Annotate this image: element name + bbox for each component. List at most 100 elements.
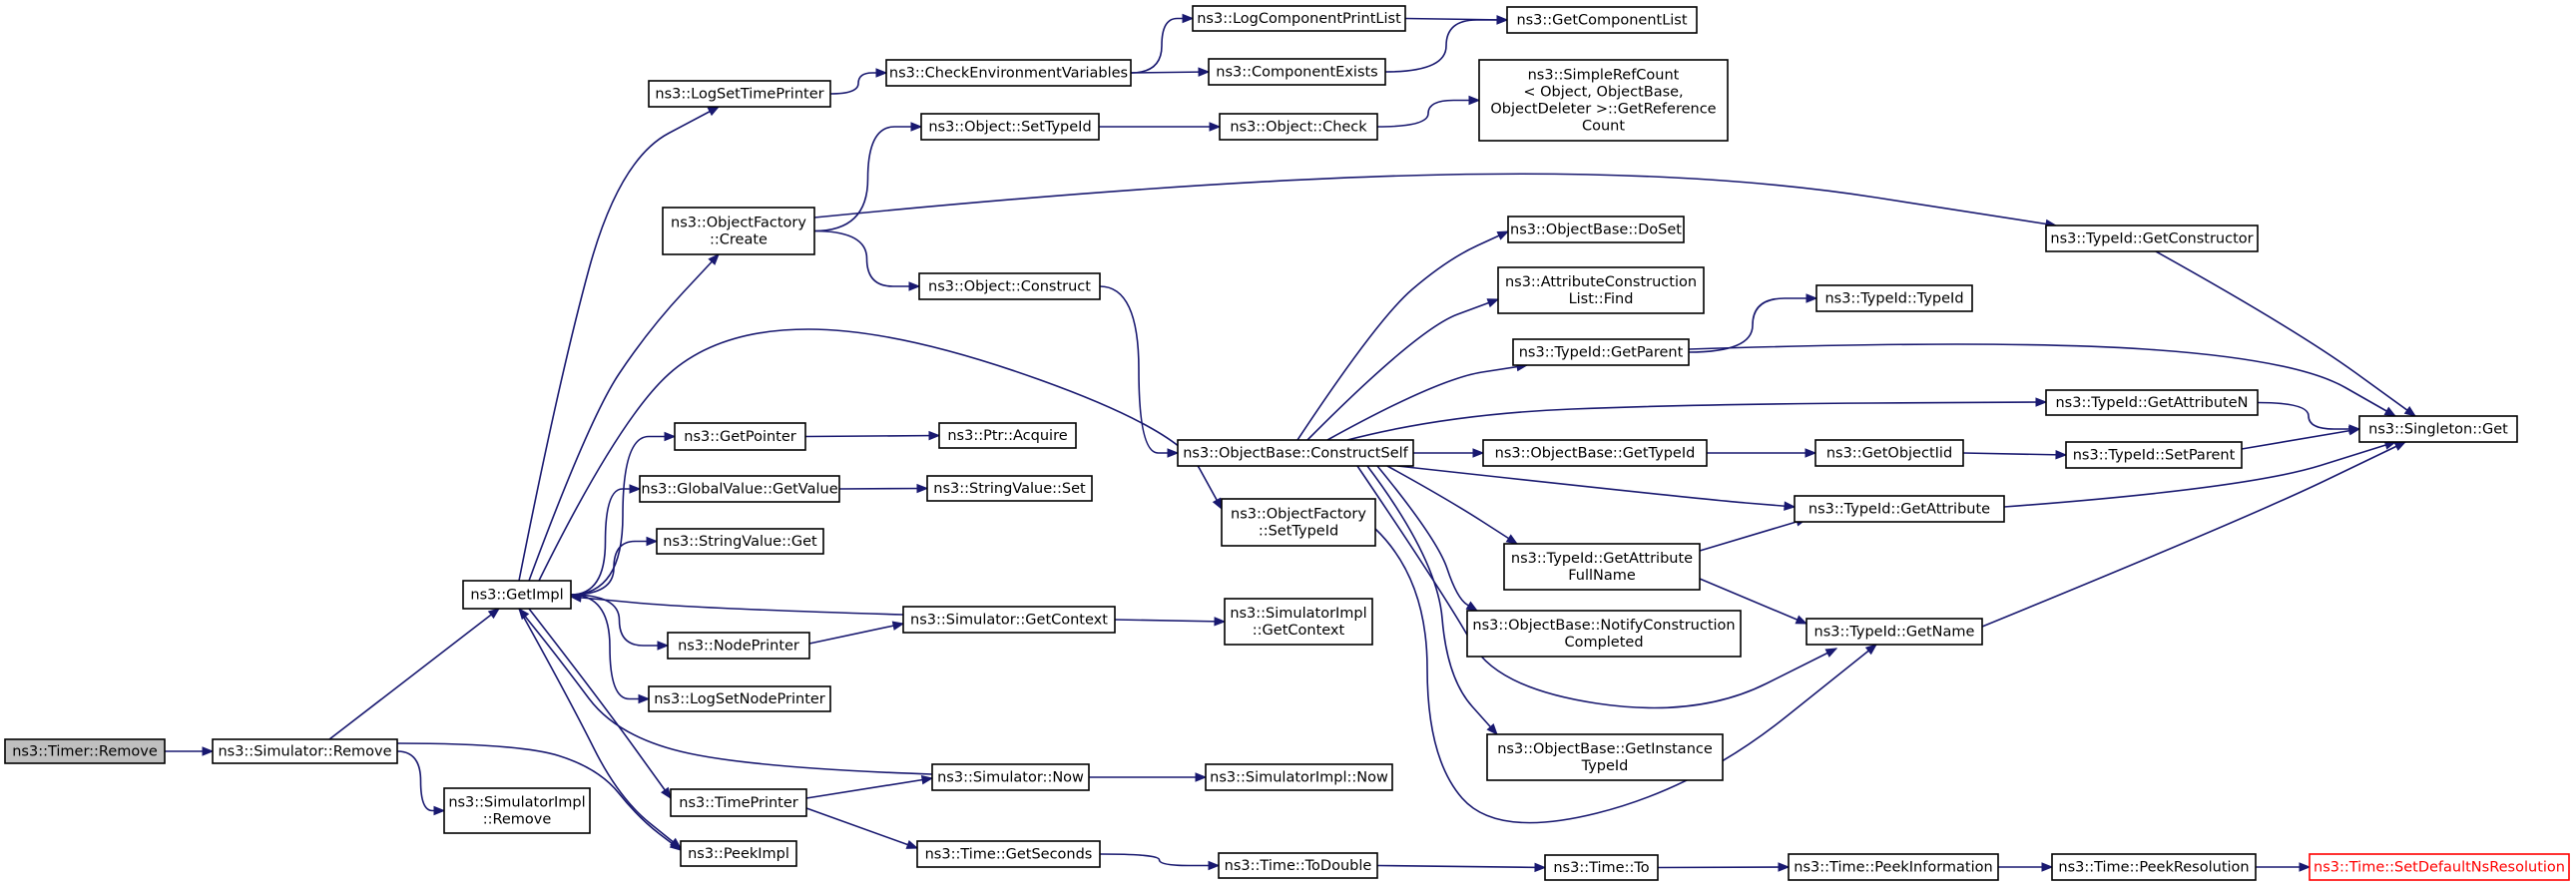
node-box[interactable] [1205, 763, 1393, 791]
node-simplerefcount[interactable]: ns3::SimpleRefCount< Object, ObjectBase,… [1478, 59, 1729, 142]
node-box[interactable] [1466, 610, 1742, 658]
node-box[interactable] [1512, 338, 1690, 366]
node-nodeprinter[interactable]: ns3::NodePrinter [667, 632, 810, 660]
node-box[interactable] [938, 422, 1077, 449]
node-typeid_getattributen[interactable]: ns3::TypeId::GetAttributeN [2045, 389, 2259, 416]
node-sim_getcontext[interactable]: ns3::Simulator::GetContext [902, 606, 1116, 634]
node-box[interactable] [1486, 733, 1724, 781]
node-sim_now[interactable]: ns3::Simulator::Now [931, 763, 1090, 791]
node-simimpl_remove[interactable]: ns3::SimulatorImpl::Remove [443, 787, 591, 834]
node-box[interactable] [1192, 5, 1406, 32]
node-box[interactable] [1482, 439, 1708, 467]
node-typeid_getattribute[interactable]: ns3::TypeId::GetAttribute [1794, 495, 2005, 523]
node-box[interactable] [670, 788, 807, 817]
node-getcomponentlist[interactable]: ns3::GetComponentList [1506, 6, 1698, 34]
node-box[interactable] [1224, 598, 1373, 646]
node-box[interactable] [674, 422, 806, 451]
node-box[interactable] [1805, 618, 1983, 646]
node-box[interactable] [931, 763, 1090, 791]
node-singleton_get[interactable]: ns3::Singleton::Get [2358, 415, 2518, 443]
node-time_todouble[interactable]: ns3::Time::ToDouble [1218, 852, 1378, 879]
node-time_peekinformation[interactable]: ns3::Time::PeekInformation [1788, 853, 1999, 881]
node-objectbase_gettypeid[interactable]: ns3::ObjectBase::GetTypeId [1482, 439, 1708, 467]
node-objectbase_notifyconstructioncompleted[interactable]: ns3::ObjectBase::NotifyConstructionCompl… [1466, 610, 1742, 658]
node-box[interactable] [926, 475, 1093, 502]
node-object_settypeid[interactable]: ns3::Object::SetTypeId [920, 113, 1100, 141]
node-checkenv[interactable]: ns3::CheckEnvironmentVariables [885, 59, 1132, 87]
node-box[interactable] [1815, 284, 1973, 312]
node-time_getseconds[interactable]: ns3::Time::GetSeconds [916, 840, 1101, 868]
node-box[interactable] [1788, 853, 1999, 881]
node-peekimpl[interactable]: ns3::PeekImpl [680, 840, 797, 867]
node-box[interactable] [920, 113, 1100, 141]
node-box[interactable] [1794, 495, 2005, 523]
node-stringvalue_set[interactable]: ns3::StringValue::Set [926, 475, 1093, 502]
node-timeprinter[interactable]: ns3::TimePrinter [670, 788, 807, 817]
node-tmr_remove[interactable]: ns3::Timer::Remove [4, 738, 166, 764]
node-typeid_getname[interactable]: ns3::TypeId::GetName [1805, 618, 1983, 646]
node-box[interactable] [2045, 389, 2259, 416]
node-globalvalue_getvalue[interactable]: ns3::GlobalValue::GetValue [639, 475, 840, 503]
node-box[interactable] [2045, 224, 2259, 252]
node-box[interactable] [462, 580, 572, 610]
node-box[interactable] [1478, 59, 1729, 142]
node-typeid_setparent[interactable]: ns3::TypeId::SetParent [2065, 441, 2243, 469]
node-time_to[interactable]: ns3::Time::To [1544, 854, 1659, 881]
node-getpointer[interactable]: ns3::GetPointer [674, 422, 806, 451]
node-logsettimeprinter[interactable]: ns3::LogSetTimePrinter [648, 80, 831, 108]
node-typeid_getconstructor[interactable]: ns3::TypeId::GetConstructor [2045, 224, 2259, 252]
node-box[interactable] [1177, 439, 1414, 467]
node-getobjectiid[interactable]: ns3::GetObjectIid [1814, 439, 1964, 467]
node-box[interactable] [648, 80, 831, 108]
node-object_check[interactable]: ns3::Object::Check [1219, 113, 1378, 141]
node-box[interactable] [2309, 853, 2570, 881]
node-typeid_getparent[interactable]: ns3::TypeId::GetParent [1512, 338, 1690, 366]
node-box[interactable] [662, 207, 815, 255]
node-box[interactable] [885, 59, 1132, 87]
node-box[interactable] [918, 272, 1101, 300]
node-time_peekresolution[interactable]: ns3::Time::PeekResolution [2051, 853, 2257, 881]
node-simimpl_now[interactable]: ns3::SimulatorImpl::Now [1205, 763, 1393, 791]
node-box[interactable] [1814, 439, 1964, 467]
node-box[interactable] [1506, 6, 1698, 34]
node-simimpl_getcontext[interactable]: ns3::SimulatorImpl::GetContext [1224, 598, 1373, 646]
node-box[interactable] [2051, 853, 2257, 881]
node-box[interactable] [916, 840, 1101, 868]
node-box[interactable] [2065, 441, 2243, 469]
node-box[interactable] [443, 787, 591, 834]
node-box[interactable] [1507, 216, 1685, 243]
node-stringvalue_get[interactable]: ns3::StringValue::Get [656, 528, 824, 555]
node-object_construct[interactable]: ns3::Object::Construct [918, 272, 1101, 300]
node-box[interactable] [902, 606, 1116, 634]
node-logcompprintlist[interactable]: ns3::LogComponentPrintList [1192, 5, 1406, 32]
node-objfactory_settypeid[interactable]: ns3::ObjectFactory::SetTypeId [1221, 498, 1376, 547]
node-box[interactable] [4, 738, 166, 764]
node-box[interactable] [1218, 852, 1378, 879]
node-objfactory_create[interactable]: ns3::ObjectFactory::Create [662, 207, 815, 255]
node-logsetnodeprinter[interactable]: ns3::LogSetNodePrinter [648, 685, 831, 712]
node-box[interactable] [212, 738, 398, 764]
node-objectbase_constructself[interactable]: ns3::ObjectBase::ConstructSelf [1177, 439, 1414, 467]
node-box[interactable] [667, 632, 810, 660]
node-getimpl[interactable]: ns3::GetImpl [462, 580, 572, 610]
node-box[interactable] [1208, 58, 1386, 86]
node-box[interactable] [1544, 854, 1659, 881]
node-box[interactable] [648, 685, 831, 712]
node-box[interactable] [2358, 415, 2518, 443]
node-sim_remove[interactable]: ns3::Simulator::Remove [212, 738, 398, 764]
node-box[interactable] [656, 528, 824, 555]
node-box[interactable] [1503, 543, 1701, 591]
node-box[interactable] [1497, 266, 1705, 314]
node-box[interactable] [639, 475, 840, 503]
node-typeid_typeid[interactable]: ns3::TypeId::TypeId [1815, 284, 1973, 312]
node-box[interactable] [680, 840, 797, 867]
node-time_setdefaultnsres[interactable]: ns3::Time::SetDefaultNsResolution [2309, 853, 2570, 881]
node-objectbase_doset[interactable]: ns3::ObjectBase::DoSet [1507, 216, 1685, 243]
node-componentexists[interactable]: ns3::ComponentExists [1208, 58, 1386, 86]
node-box[interactable] [1221, 498, 1376, 547]
node-ptr_acquire[interactable]: ns3::Ptr::Acquire [938, 422, 1077, 449]
node-box[interactable] [1219, 113, 1378, 141]
